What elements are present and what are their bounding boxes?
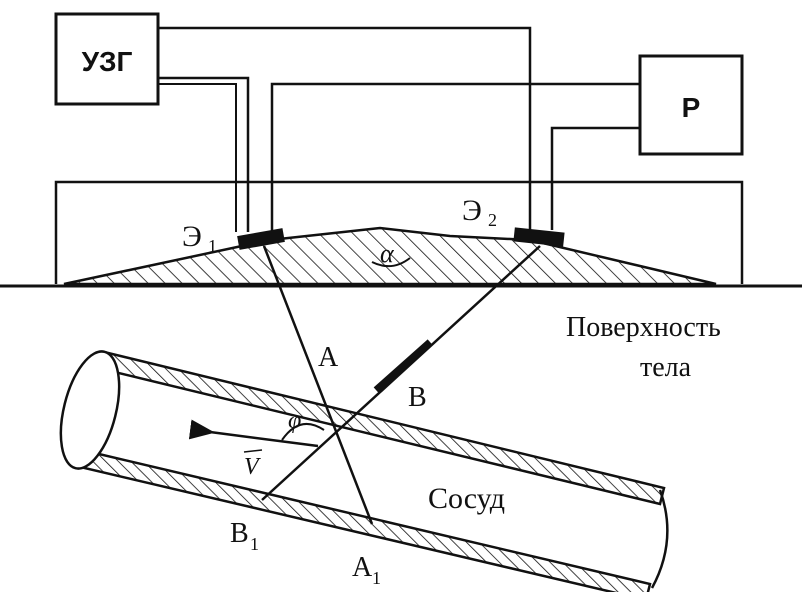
svg-text:1: 1	[250, 534, 259, 554]
svg-text:A: A	[352, 552, 373, 583]
alpha-arc	[371, 257, 411, 268]
svg-text:Э: Э	[462, 194, 482, 227]
emitter2-label: Э 2	[462, 194, 497, 230]
svg-text:2: 2	[488, 210, 497, 230]
wires	[158, 26, 640, 232]
phi-label: φ	[288, 408, 301, 434]
svg-text:1: 1	[372, 568, 381, 588]
velocity-label: V	[244, 454, 261, 480]
point-b1-label: B 1	[230, 518, 259, 554]
point-a-label: A	[318, 342, 339, 373]
svg-text:Э: Э	[182, 220, 202, 253]
generator-label: УЗГ	[82, 46, 133, 77]
point-a1-label: A 1	[352, 552, 381, 588]
vessel-label: Сосуд	[428, 482, 505, 515]
receiver-box	[638, 54, 744, 156]
point-b-label: B	[408, 382, 427, 413]
surface-label-line2: тела	[640, 352, 692, 383]
receiver-label: Р	[682, 92, 701, 123]
surface-label-line1: Поверхность	[566, 312, 721, 343]
emitter2-element	[513, 227, 565, 247]
svg-text:B: B	[230, 518, 249, 549]
probe-housing	[54, 180, 744, 284]
velocity-arrow	[188, 419, 319, 448]
generator-box	[54, 12, 160, 106]
emitter1-label: Э 1	[182, 220, 217, 256]
emitter1-element	[237, 228, 285, 250]
phi-arc	[281, 422, 325, 441]
svg-text:1: 1	[208, 236, 217, 256]
beam-receive	[261, 245, 541, 501]
velocity-overbar	[243, 449, 263, 453]
alpha-label: α	[380, 239, 395, 268]
vessel	[59, 350, 669, 592]
beam-emit	[262, 245, 374, 525]
wave-packet	[373, 339, 433, 393]
